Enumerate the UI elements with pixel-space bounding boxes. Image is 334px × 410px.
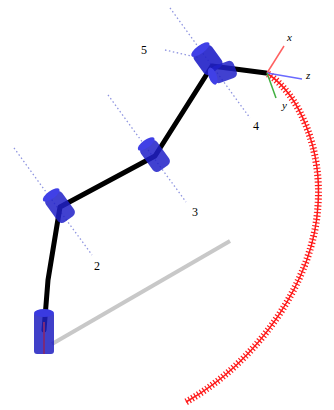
axis-label: y: [282, 100, 287, 111]
joint-2: [41, 186, 77, 225]
callout-number: 4: [253, 120, 259, 132]
callout-number: 5: [141, 44, 147, 56]
callout-number: 2: [94, 260, 100, 272]
ground-line: [52, 241, 230, 344]
axis-label: x: [287, 32, 292, 43]
tool-frame: [267, 46, 302, 98]
base-joint: [34, 309, 54, 354]
callout-number: 3: [192, 206, 198, 218]
joint-axes: [14, 8, 250, 255]
joint-3: [136, 135, 172, 174]
trajectory: [186, 74, 318, 402]
arm-links: [44, 66, 266, 330]
axis-label: z: [306, 70, 310, 81]
joint-4: [206, 59, 238, 85]
